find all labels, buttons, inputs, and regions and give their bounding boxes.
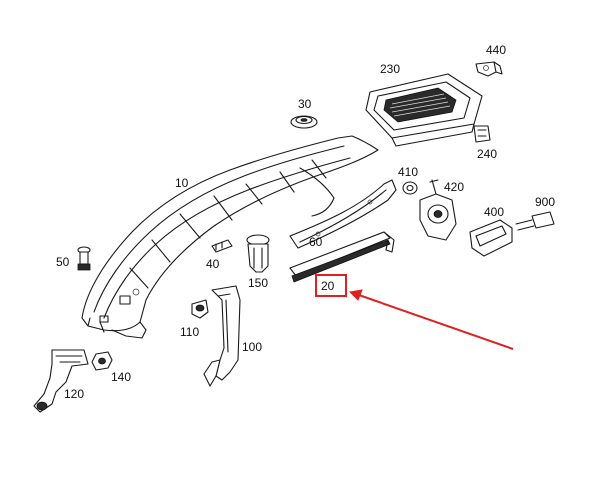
callout-20: 20: [321, 279, 335, 293]
highlight-box: [315, 274, 347, 297]
part-150-socket: [246, 234, 270, 273]
callout-400: 400: [484, 205, 504, 219]
part-10-housing-frame: [81, 135, 379, 339]
part-140-nut: [91, 351, 113, 371]
callout-110: 110: [180, 325, 199, 339]
part-110-bushing: [191, 299, 209, 319]
part-240-clip: [473, 125, 491, 143]
callout-240: 240: [477, 147, 497, 161]
part-100-bracket-arm: [203, 285, 241, 387]
part-120-lower-bracket: [33, 349, 89, 413]
callout-120: 120: [64, 387, 84, 401]
callout-50: 50: [56, 255, 70, 269]
callout-60: 60: [309, 235, 323, 249]
part-230-control-unit: [365, 73, 483, 147]
callout-30: 30: [298, 97, 312, 111]
part-400-lamp-module: [469, 219, 513, 257]
callout-140: 140: [111, 370, 131, 384]
part-420-adjuster: [419, 179, 457, 241]
part-900-connector: [515, 211, 555, 231]
highlight-arrow-head: [348, 289, 363, 301]
callout-230: 230: [380, 62, 400, 76]
callout-100: 100: [242, 340, 262, 354]
callout-40: 40: [206, 257, 220, 271]
callout-420: 420: [444, 180, 464, 194]
callout-440: 440: [486, 43, 506, 57]
part-20-seal-strip: [289, 231, 395, 283]
part-440-bracket: [475, 61, 503, 77]
part-30-grommet: [290, 115, 318, 129]
callout-410: 410: [398, 165, 418, 179]
highlight-arrow-shaft: [355, 293, 514, 350]
part-40-clip: [211, 239, 233, 253]
callout-150: 150: [248, 276, 268, 290]
callout-10: 10: [175, 176, 189, 190]
part-50-screw: [77, 246, 91, 271]
part-60-bracket: [289, 179, 397, 249]
highlight-annotation: [315, 274, 514, 350]
callout-900: 900: [535, 195, 555, 209]
callout-labels: 10 30 230 440 240 410 420 900 400 60 40 …: [56, 43, 555, 401]
part-410-washer: [402, 181, 418, 195]
